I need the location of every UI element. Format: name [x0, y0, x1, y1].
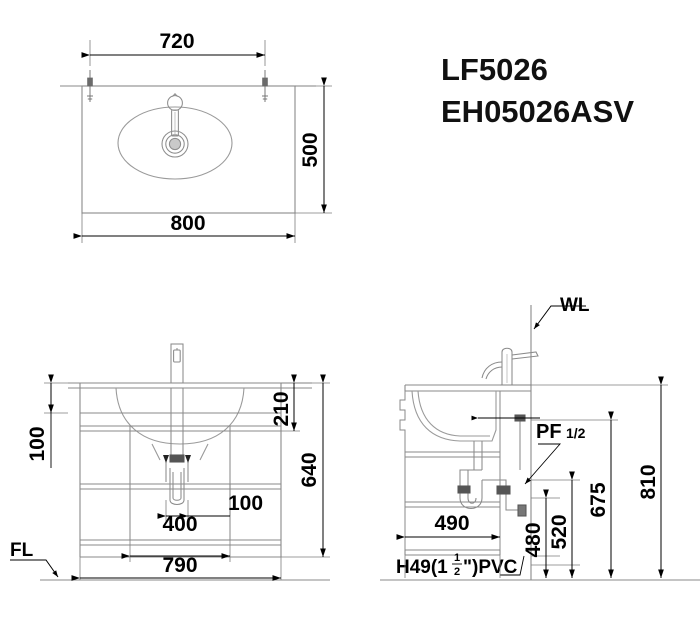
side-view-drain-trap — [457, 441, 527, 517]
title-block: LF5026 EH05026ASV — [441, 52, 634, 129]
top-view-countertop-outline — [81, 85, 296, 214]
side-section-view: WL — [380, 295, 700, 581]
dimension-front-640: 640 — [298, 374, 326, 557]
dimension-label-side-490: 490 — [434, 512, 469, 535]
drain-pipe-label-prefix: H49(1 — [396, 557, 448, 578]
dimension-label-front-400: 400 — [162, 513, 197, 536]
front-elevation-view: FL 100 210 — [10, 343, 330, 581]
dimension-label-front-210: 210 — [270, 391, 293, 426]
dimension-label-front-100-left: 100 — [26, 426, 49, 461]
drain-pipe-annotation: H49(1 1 2 ")PVC — [396, 552, 525, 578]
front-view-center-panel — [129, 425, 231, 541]
dimension-side-675: 675 — [587, 411, 614, 578]
side-view-countertop — [404, 384, 531, 392]
model-primary-title: LF5026 — [441, 52, 548, 87]
front-view-cabinet-body — [80, 412, 281, 558]
dimension-front-210: 210 — [270, 374, 297, 431]
dimension-side-480: 480 — [522, 489, 549, 578]
front-view-countertop — [68, 382, 312, 557]
front-view-faucet — [170, 343, 184, 384]
dimension-top-800: 800 — [73, 212, 295, 239]
dimension-front-400: 400 — [121, 513, 230, 559]
dimension-label-front-790: 790 — [162, 554, 197, 577]
dimension-label-front-640: 640 — [298, 452, 321, 487]
front-view-basin-bowl — [115, 387, 245, 461]
drain-pipe-label-suffix: ")PVC — [463, 557, 518, 578]
dimension-front-100-left: 100 — [26, 374, 54, 468]
front-view-drain-trap — [165, 387, 189, 506]
dimension-label-800: 800 — [170, 212, 205, 235]
dimension-side-810: 810 — [637, 376, 664, 578]
dimension-side-520: 520 — [548, 471, 575, 578]
dimension-label-500: 500 — [299, 132, 322, 167]
dimension-label-side-675: 675 — [587, 482, 610, 517]
supply-connection-label: PF — [536, 421, 562, 443]
dimension-label-side-480: 480 — [522, 522, 545, 557]
dimension-front-790: 790 — [71, 554, 281, 581]
wall-line-label: WL — [560, 295, 590, 316]
drain-pipe-fraction-denominator: 2 — [454, 566, 460, 578]
dimension-label-side-810: 810 — [637, 464, 660, 499]
front-view-drain-markers — [163, 455, 191, 463]
floor-level-label: FL — [10, 540, 34, 561]
dimension-top-500: 500 — [299, 77, 327, 213]
supply-connection-sublabel: 1/2 — [566, 425, 586, 441]
top-view-mounting-bracket-right — [262, 70, 268, 102]
floor-level-annotation: FL — [10, 540, 59, 578]
dimension-label-front-100-inner: 100 — [228, 492, 263, 515]
top-view-basin-bowl — [117, 106, 233, 180]
side-view-faucet — [481, 347, 539, 386]
model-secondary-title: EH05026ASV — [441, 94, 634, 129]
wall-line-annotation: WL — [533, 295, 590, 330]
dimension-label-720: 720 — [159, 30, 194, 53]
top-view-drain — [161, 130, 189, 158]
top-view-faucet — [167, 93, 183, 137]
top-view: 720 800 500 — [60, 30, 332, 243]
dimension-side-490: 490 — [396, 512, 500, 540]
dimension-label-side-520: 520 — [548, 514, 571, 549]
drain-pipe-fraction-numerator: 1 — [454, 552, 460, 564]
dimension-top-720: 720 — [81, 30, 265, 58]
dimension-front-100-inner: 100 — [157, 492, 263, 519]
top-view-mounting-bracket-left — [87, 70, 93, 102]
side-view-basin-bowl — [411, 390, 497, 442]
supply-connection-annotation: PF 1/2 — [471, 415, 586, 485]
